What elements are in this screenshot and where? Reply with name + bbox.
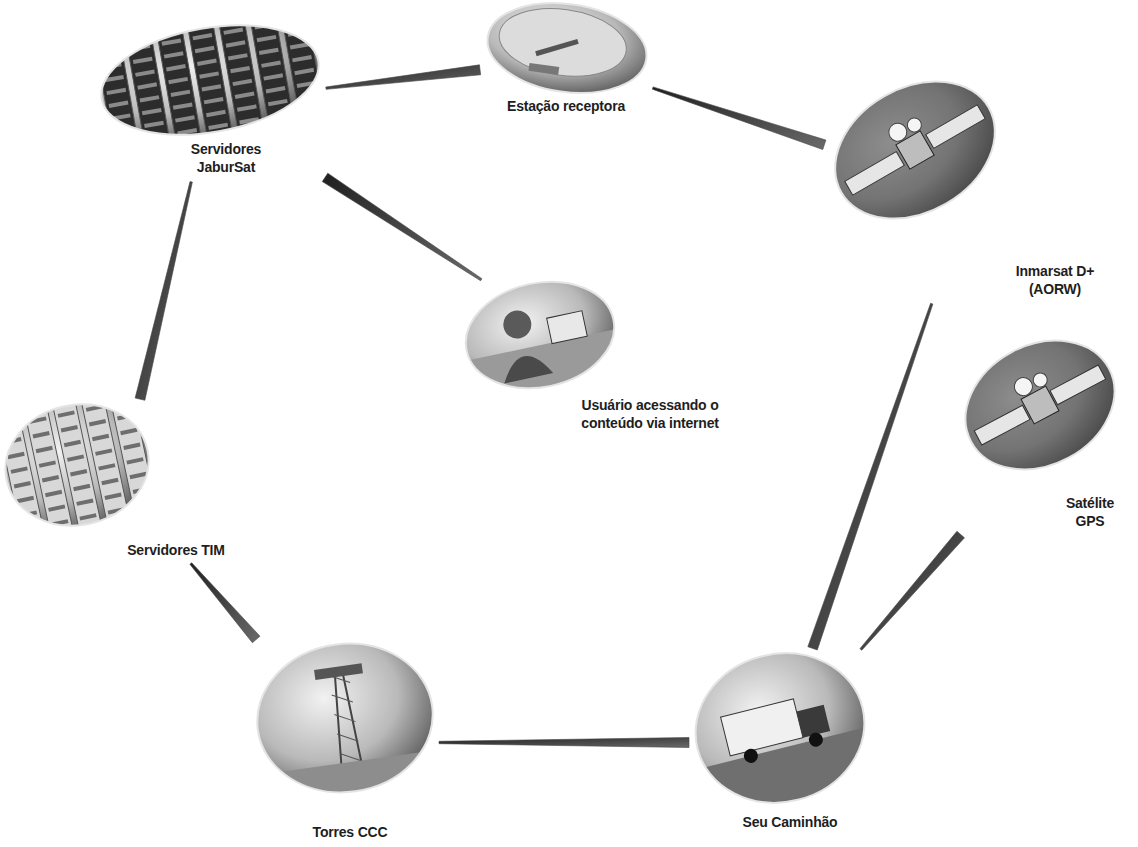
connector-wedge <box>190 563 260 643</box>
photo-node: Servidores TIM <box>5 405 236 559</box>
photo-picture <box>943 315 1137 494</box>
photo-ellipse <box>695 654 865 831</box>
photo-ellipse <box>257 644 433 841</box>
connector-wedge <box>652 87 826 150</box>
photo-node: Seu Caminhão <box>695 654 865 831</box>
node-label: Usuário acessando o conteúdo via interne… <box>565 396 735 432</box>
connector-wedge <box>322 173 482 281</box>
node-label: Torres CCC <box>290 823 410 841</box>
photo-picture <box>0 391 160 538</box>
photo-node: Satélite GPS <box>962 345 1128 530</box>
photo-picture <box>482 0 653 103</box>
photo-picture <box>93 10 328 151</box>
photo-node: Torres CCC <box>257 644 433 841</box>
photo-picture <box>810 54 1019 246</box>
connector-wedge <box>326 65 481 90</box>
photo-picture <box>456 269 626 412</box>
photo-node: Usuário acessando o conteúdo via interne… <box>465 283 735 432</box>
photo-picture <box>248 632 449 847</box>
photo-picture <box>680 636 886 840</box>
photo-node: Servidores JaburSat <box>100 28 320 176</box>
photo-node: Inmarsat D+ (AORW) <box>830 88 1110 298</box>
node-label: Estação receptora <box>486 97 646 115</box>
connector-wedge <box>439 738 689 748</box>
node-label: Satélite GPS <box>1052 494 1128 530</box>
node-label: Servidores JaburSat <box>171 140 281 176</box>
photo-ellipse <box>5 405 236 559</box>
node-label: Inmarsat D+ (AORW) <box>1000 262 1110 298</box>
connector-wedge <box>135 182 192 401</box>
node-label: Seu Caminhão <box>720 813 860 831</box>
connector-wedge <box>808 303 933 650</box>
node-label: Servidores TIM <box>116 541 236 559</box>
photo-node: Estação receptora <box>486 4 647 115</box>
connector-wedge <box>860 531 965 650</box>
